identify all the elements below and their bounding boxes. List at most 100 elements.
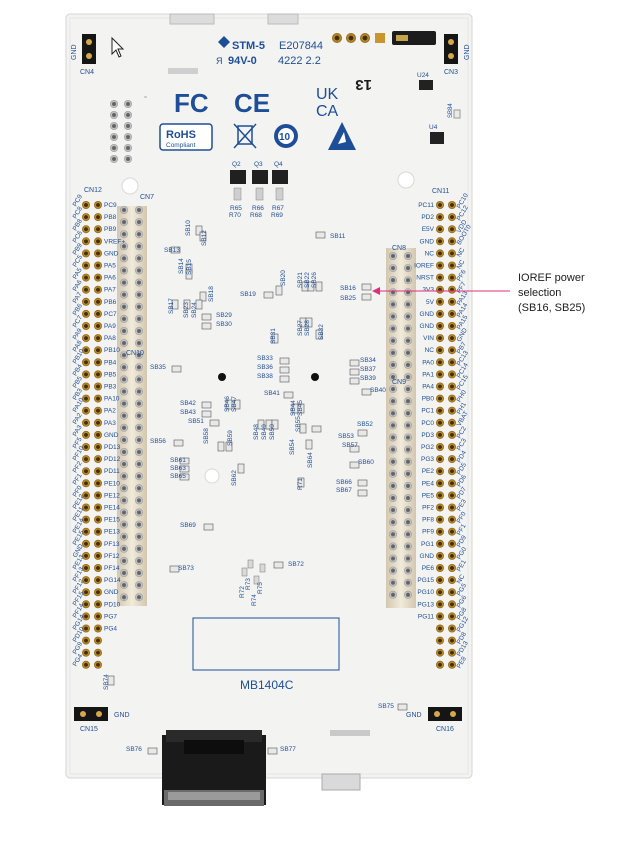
pin-pad-cn7-b <box>135 581 143 590</box>
pin-pad-cn8-a <box>389 324 397 333</box>
solder-bridge-label-sb28: SB28 <box>304 320 311 336</box>
pin-pad-cn12-inner <box>94 358 102 367</box>
pin-pad-cn11-outer <box>448 479 456 488</box>
solder-bridge-pad-sb66 <box>357 479 368 487</box>
pin-pad-cn12-outer <box>82 491 90 500</box>
pin-pad-cn11-inner <box>436 273 444 282</box>
pin-pad-cn12-inner <box>94 660 102 669</box>
cn15-jumper[interactable] <box>74 707 108 721</box>
pin-pad-cn7-a <box>120 314 128 323</box>
solder-bridge-label-sb75: SB75 <box>378 703 394 710</box>
solder-bridge-label-sb17: SB17 <box>168 298 175 314</box>
solder-bridge-pad-sb67 <box>357 489 368 497</box>
solder-bridge-label-sb67: SB67 <box>336 487 352 494</box>
solder-bridge-label-sb50: SB50 <box>269 424 276 440</box>
cn12-inner-pin-label: PB8 <box>104 214 117 221</box>
cn12-inner-pin-label: GND <box>104 432 119 439</box>
cn11-inner-pin-label: PG2 <box>421 444 434 451</box>
pin-pad-cn11-inner <box>436 588 444 597</box>
r70-label: R70 <box>229 212 241 219</box>
pin-pad-cn12-outer <box>82 430 90 439</box>
pin-pad-cn11-outer <box>448 660 456 669</box>
pin-pad-cn12-inner <box>94 636 102 645</box>
pin-pad-cn8-b <box>404 373 412 381</box>
pin-pad-cn12-outer <box>82 346 90 355</box>
cn16-jumper[interactable] <box>428 707 462 721</box>
pin-pad-cn11-inner <box>436 297 444 306</box>
pin-pad-cn11-outer <box>448 576 456 585</box>
cn12-inner-pin-label: GND <box>104 250 119 257</box>
solder-bridge-label-sb37: SB37 <box>360 366 376 373</box>
pin-pad-cn8-b <box>404 300 412 309</box>
solder-bridge-pad-sb58 <box>217 441 225 452</box>
pin-pad-cn11-inner <box>436 612 444 621</box>
pin-pad-cn12-inner <box>94 370 102 379</box>
cn11-inner-pin-label: NC <box>425 250 435 257</box>
pin-pad-cn12-outer <box>82 418 90 427</box>
q4-label: Q4 <box>274 161 283 168</box>
solder-bridge-label-sb42: SB42 <box>180 400 196 407</box>
solder-bridge-pad-sb52 <box>357 429 368 437</box>
solder-bridge-label-sb30: SB30 <box>216 321 232 328</box>
pin-pad-upper-left <box>110 122 118 130</box>
cn3-jumper[interactable] <box>444 34 458 64</box>
annotation-line-2: selection <box>518 287 561 299</box>
solder-bridge-label-sb66: SB66 <box>336 479 352 486</box>
pin-pad-cn7-a <box>120 460 128 469</box>
solder-bridge-pad-sb19 <box>263 291 274 299</box>
cn3-gnd-label: GND <box>464 44 471 60</box>
pin-pad-cn8-a <box>389 457 397 466</box>
solder-bridge-label-sb16: SB16 <box>340 285 356 292</box>
pin-pad-cn12-outer <box>82 503 90 512</box>
pin-pad-cn11-inner <box>436 491 444 500</box>
solder-bridge-pad-sb69 <box>203 523 214 531</box>
cn12-inner-pin-label: PD10 <box>104 601 121 608</box>
pin-pad-cn7-a <box>120 472 128 481</box>
solder-bridge-label-sb64: SB64 <box>307 452 314 468</box>
pin-pad-cn7-a <box>120 544 128 553</box>
cn11-inner-pin-label: PF2 <box>422 505 434 512</box>
resistor-label-r74: R74 <box>251 594 258 606</box>
solder-bridge-pad-sb33 <box>279 357 290 365</box>
pin-pad-cn12-inner <box>94 564 102 572</box>
pin-pad-cn8-a <box>389 373 397 381</box>
cn11-inner-pin-label: NRST <box>416 275 434 282</box>
pin-pad-cn11-outer <box>448 491 456 500</box>
cn11-inner-pin-label: GND <box>420 323 435 330</box>
pin-pad-cn8-a <box>389 445 397 454</box>
solder-bridge-label-sb61: SB61 <box>170 457 186 464</box>
pin-pad-cn11-outer <box>448 600 456 609</box>
pin-pad-cn12-inner <box>94 322 102 330</box>
pin-pad-cn11-inner <box>436 334 444 343</box>
ce-mark: CE <box>234 88 270 118</box>
solder-bridge-pad-sb24 <box>195 299 203 310</box>
solder-bridge-label-sb60: SB60 <box>358 459 374 466</box>
pin-pad-cn7-a <box>120 206 128 214</box>
cn12-inner-pin-label: PE10 <box>104 480 120 487</box>
pin-pad-cn11-outer <box>448 322 456 330</box>
pin-pad-cn7-b <box>135 387 143 396</box>
cn11-inner-pin-label: PD3 <box>421 432 434 439</box>
resistor-pad-r74 <box>253 575 260 585</box>
solder-bridge-pad-sb50 <box>271 419 279 430</box>
pin-pad-cn12-inner <box>94 213 102 222</box>
pin-pad-cn12-outer <box>82 660 90 669</box>
solder-bridge-label-sb65: SB65 <box>170 473 186 480</box>
solder-bridge-pad-sb63 <box>179 465 190 473</box>
solder-bridge-pad-sb56 <box>173 439 184 447</box>
pin-pad-cn8-a <box>389 252 397 260</box>
cn12-inner-pin-label: PA6 <box>104 275 116 282</box>
resistors-q <box>233 187 284 201</box>
cn4-jumper[interactable] <box>82 34 96 64</box>
solder-bridge-pad-sb23 <box>183 299 191 310</box>
pin-pad-cn8-b <box>404 288 412 297</box>
rohs-title: RoHS <box>166 129 196 141</box>
pin-pad-cn7-a <box>120 593 128 602</box>
date-code-text: 4222 2.2 <box>278 55 321 67</box>
cn11-inner-pin-label: PC0 <box>421 420 434 427</box>
pin-pad-cn7-b <box>135 520 143 529</box>
cn12-inner-pin-label: PB5 <box>104 371 117 378</box>
pin-pad-cn12-inner <box>94 443 102 451</box>
